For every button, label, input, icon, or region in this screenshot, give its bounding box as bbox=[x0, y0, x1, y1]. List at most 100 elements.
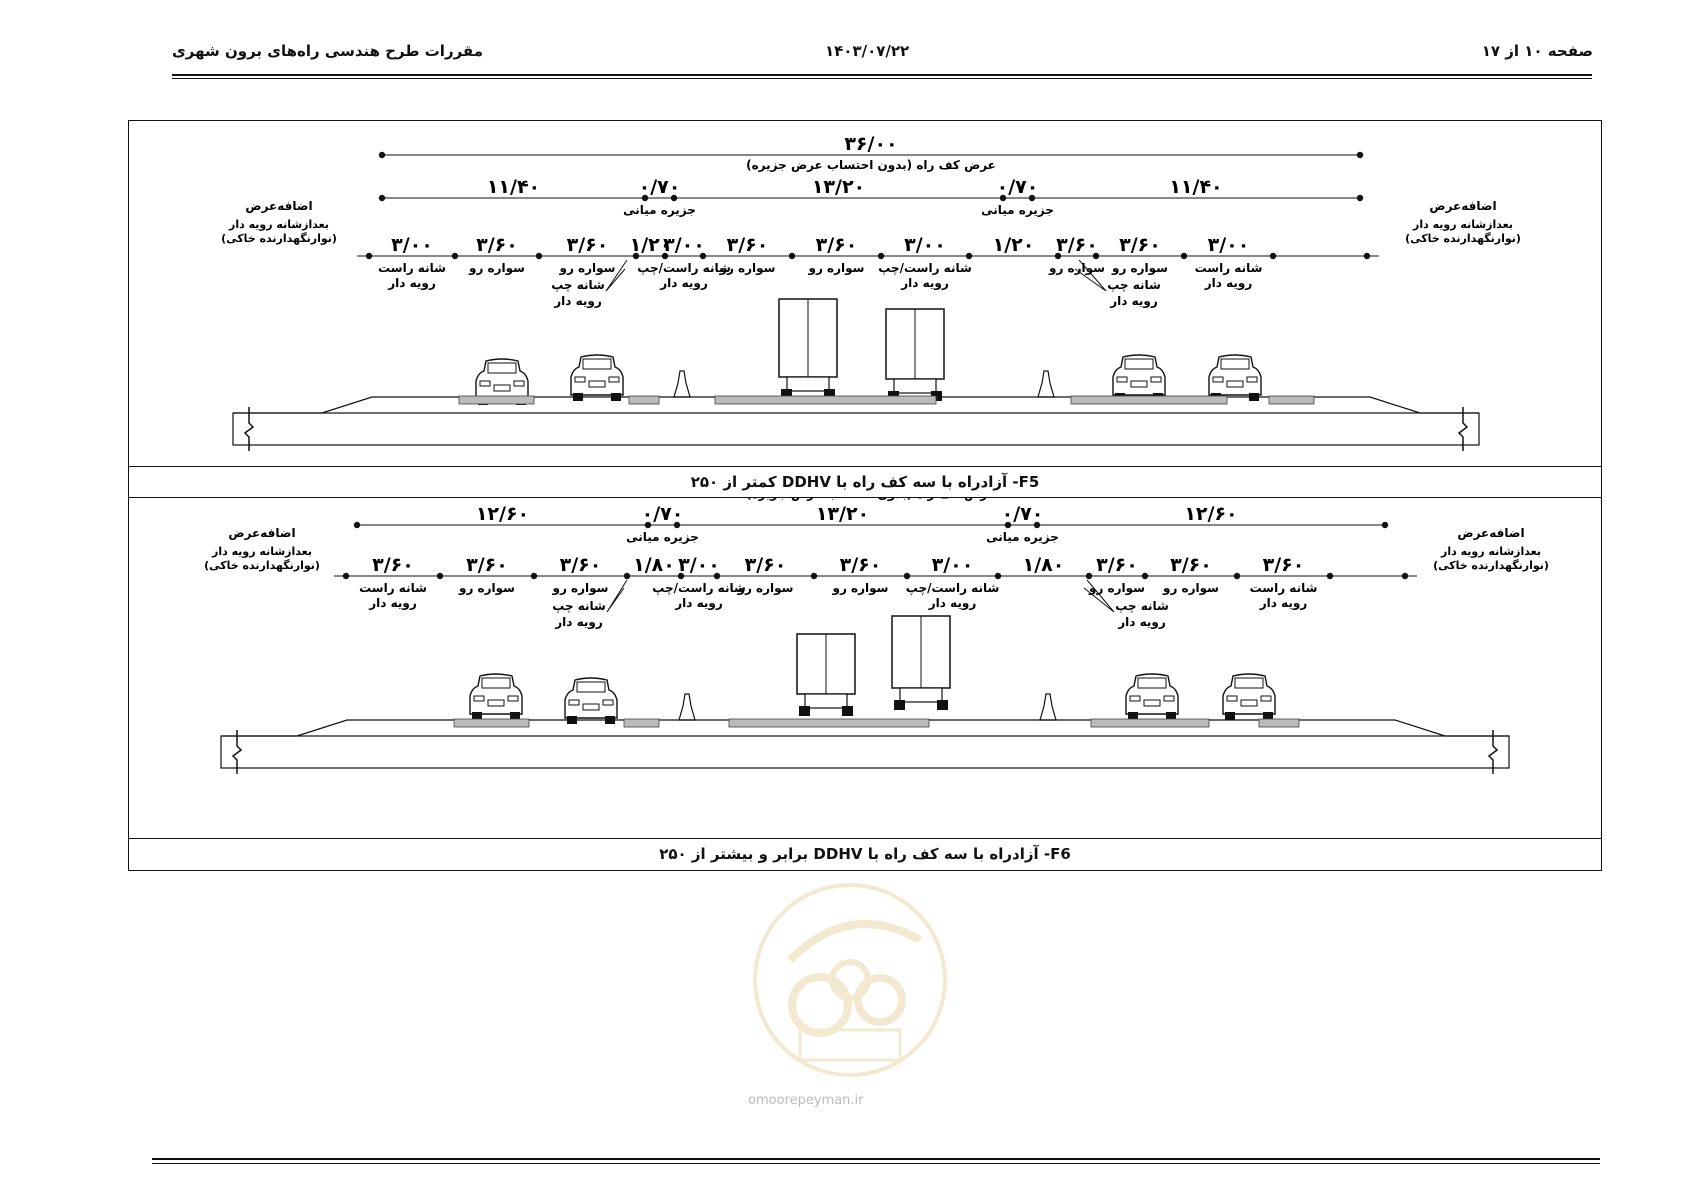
dimension-dot bbox=[1033, 521, 1041, 529]
extra-width-line1-right: بعدازشانه رویه دار bbox=[1412, 218, 1513, 231]
lane-label: شانه راست/چپ bbox=[906, 581, 1000, 595]
lane-label: سواره رو bbox=[1162, 581, 1219, 596]
dimension-dot bbox=[436, 572, 444, 580]
lane-label: سواره رو bbox=[559, 261, 616, 276]
lane-width-value: ۳/۰۰ bbox=[932, 554, 974, 576]
extra-width-title-right: اضافه‌عرض bbox=[1457, 526, 1524, 540]
lane-label: شانه راست bbox=[1195, 261, 1263, 275]
document-title: مقررات طرح هندسی راه‌های برون شهری bbox=[172, 42, 483, 60]
leader-line bbox=[606, 579, 628, 613]
header-rule-thin bbox=[172, 78, 1592, 79]
lane-label: سواره رو bbox=[832, 581, 889, 596]
break-line bbox=[1487, 730, 1499, 774]
pavement-layer bbox=[628, 395, 660, 405]
left-shoulder-sublabel: رویه دار bbox=[554, 615, 603, 630]
dimension-dot bbox=[994, 572, 1002, 580]
leader-line bbox=[605, 259, 628, 292]
lane-width-value: ۳/۶۰ bbox=[1096, 554, 1138, 576]
extra-width-line2-right: (نوارنگهدارنده خاکی) bbox=[1433, 559, 1549, 572]
truck-icon bbox=[778, 298, 838, 399]
pavement-layer bbox=[458, 395, 535, 405]
lane-width-value: ۳/۰۰ bbox=[904, 234, 946, 256]
lane-width-value: ۱/۸۰ bbox=[633, 554, 675, 576]
total-width-note: عرض کف راه (بدون احتساب عرض جزیره) bbox=[746, 498, 996, 502]
lane-label: سواره رو bbox=[719, 261, 776, 276]
truck-icon bbox=[885, 308, 945, 401]
left-shoulder-label: شانه چپ bbox=[552, 599, 606, 613]
break-line bbox=[231, 730, 243, 774]
lane-width-value: ۳/۶۰ bbox=[727, 234, 769, 256]
dimension-dot bbox=[1085, 572, 1093, 580]
lane-sublabel: رویه دار bbox=[674, 596, 723, 611]
left-shoulder-label: شانه چپ bbox=[1115, 599, 1169, 613]
truck-icon bbox=[796, 633, 856, 716]
extra-width-line1-right: بعدازشانه رویه دار bbox=[1440, 545, 1541, 558]
lane-width-value: ۱/۲۰ bbox=[993, 234, 1035, 256]
dimension-dot bbox=[530, 572, 538, 580]
watermark-logo bbox=[753, 883, 947, 1077]
dimension-dot bbox=[451, 252, 459, 260]
lane-width-value: ۳/۶۰ bbox=[372, 554, 414, 576]
break-line bbox=[1457, 407, 1469, 451]
median-right-width: ۰/۷۰ bbox=[997, 176, 1039, 198]
dimension-dot bbox=[810, 572, 818, 580]
dimension-dot bbox=[903, 572, 911, 580]
carriageway-right-width: ۱۲/۶۰ bbox=[1184, 503, 1237, 525]
dimension-dot bbox=[378, 151, 386, 159]
dimension-dot bbox=[1004, 521, 1012, 529]
median-barrier bbox=[678, 693, 696, 721]
left-shoulder-sublabel: رویه دار bbox=[1109, 294, 1158, 309]
dimension-dot bbox=[1028, 194, 1036, 202]
dimension-layer: ۳۸/۴۰عرض کف راه (بدون احتساب عرض جزیره)۱… bbox=[204, 498, 1549, 774]
footer-rule bbox=[152, 1158, 1600, 1160]
left-shoulder-label: شانه چپ bbox=[1107, 278, 1161, 292]
lane-width-value: ۳/۶۰ bbox=[466, 554, 508, 576]
extra-width-line2-left: (نوارنگهدارنده خاکی) bbox=[204, 559, 320, 572]
lane-width-value: ۳/۶۰ bbox=[1263, 554, 1305, 576]
truck-icon bbox=[891, 615, 951, 710]
extra-width-line1-left: بعدازشانه رویه دار bbox=[211, 545, 312, 558]
pavement-layer bbox=[714, 395, 937, 405]
figure-caption-f6: F6- آزادراه با سه کف راه با DDHV برابر و… bbox=[659, 845, 1071, 863]
dimension-dot bbox=[1401, 572, 1409, 580]
car-icon bbox=[1222, 673, 1276, 720]
lane-sublabel: رویه دار bbox=[1204, 276, 1253, 291]
figure-caption-f5: F5- آزادراه با سه کف راه با DDHV کمتر از… bbox=[690, 473, 1040, 491]
left-shoulder-label: شانه چپ bbox=[551, 278, 605, 292]
dimension-dot bbox=[1363, 252, 1371, 260]
dimension-dot bbox=[661, 252, 669, 260]
median-label-left: جزیره میانی bbox=[623, 203, 696, 217]
break-line bbox=[243, 407, 255, 451]
lane-sublabel: رویه دار bbox=[659, 276, 708, 291]
lane-width-value: ۳/۶۰ bbox=[560, 554, 602, 576]
dimension-dot bbox=[632, 252, 640, 260]
center-carriageway-width: ۱۳/۲۰ bbox=[812, 176, 865, 198]
extra-width-title-left: اضافه‌عرض bbox=[245, 199, 312, 213]
lane-label: سواره رو bbox=[458, 581, 515, 596]
lane-width-value: ۳/۰۰ bbox=[391, 234, 433, 256]
lane-sublabel: رویه دار bbox=[900, 276, 949, 291]
carriageway-right-width: ۱۱/۴۰ bbox=[1169, 176, 1222, 198]
median-barrier bbox=[1037, 370, 1055, 398]
median-barrier bbox=[1039, 693, 1057, 721]
dimension-dot bbox=[641, 194, 649, 202]
lane-width-value: ۳/۶۰ bbox=[816, 234, 858, 256]
extra-width-line2-left: (نوارنگهدارنده خاکی) bbox=[221, 232, 337, 245]
median-label-right: جزیره میانی bbox=[986, 530, 1059, 544]
leader-line bbox=[1083, 579, 1115, 613]
watermark-url: omoorepeyman.ir bbox=[748, 1093, 864, 1108]
left-shoulder-sublabel: رویه دار bbox=[553, 294, 602, 309]
total-width-note: عرض کف راه (بدون احتساب عرض جزیره) bbox=[746, 158, 996, 173]
lane-label: شانه راست/چپ bbox=[637, 261, 731, 275]
subgrade-frame bbox=[220, 735, 1510, 769]
lane-label: سواره رو bbox=[808, 261, 865, 276]
carriageway-left-width: ۱۲/۶۰ bbox=[476, 503, 529, 525]
lane-width-value: ۳/۶۰ bbox=[1119, 234, 1161, 256]
pavement-layer bbox=[1258, 718, 1300, 728]
car-icon bbox=[564, 677, 618, 724]
center-carriageway-width: ۱۳/۲۰ bbox=[816, 503, 869, 525]
lane-label: سواره رو bbox=[1048, 261, 1105, 276]
carriageway-left-width: ۱۱/۴۰ bbox=[487, 176, 540, 198]
